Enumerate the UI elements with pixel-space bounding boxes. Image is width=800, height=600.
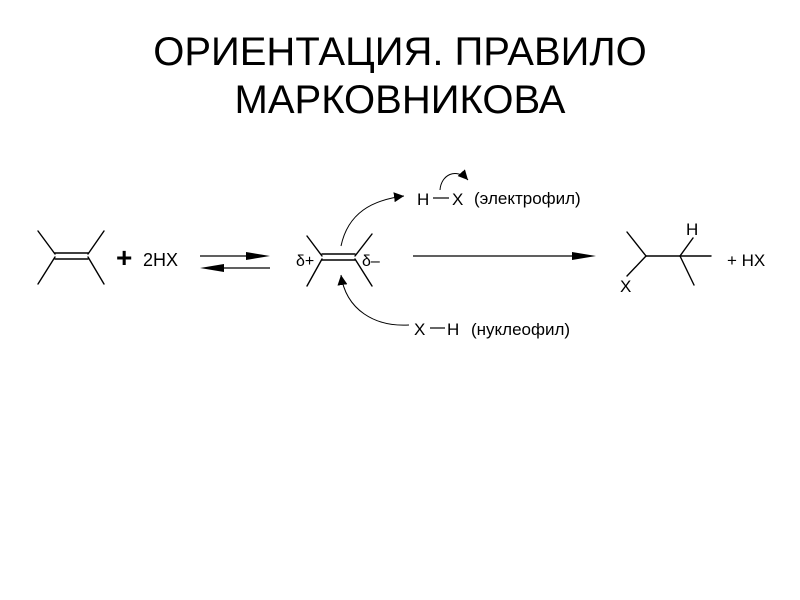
delta-minus-label: δ– (362, 253, 380, 270)
polarized-alkene (306, 233, 373, 287)
product-h-label: H (686, 220, 698, 239)
reactant-alkene (37, 230, 105, 285)
reagent-label: 2HX (143, 250, 178, 270)
electrophile-label: (электрофил) (474, 189, 581, 208)
plus-sign: + (116, 242, 132, 273)
nucleophile-x: X (414, 320, 425, 339)
product-x-label: X (620, 277, 631, 296)
title-line-2: МАРКОВНИКОВА (234, 78, 566, 122)
product-skeleton (626, 231, 712, 286)
byproduct-label: + HX (727, 251, 765, 270)
nucleophile-curved-arrow (337, 274, 410, 326)
nucleophile-label: (нуклеофил) (471, 320, 570, 339)
slide-title: ОРИЕНТАЦИЯ. ПРАВИЛО МАРКОВНИКОВА (0, 28, 800, 124)
forward-arrow (413, 252, 596, 260)
electrophile-x: X (452, 190, 463, 209)
electrophile-curved-arrow (340, 192, 405, 247)
electrophile-h: H (417, 190, 429, 209)
nucleophile-h: H (447, 320, 459, 339)
equilibrium-arrows (200, 252, 270, 272)
delta-plus-label: δ+ (296, 253, 314, 270)
title-line-1: ОРИЕНТАЦИЯ. ПРАВИЛО (153, 30, 647, 74)
h-x-curved-arrow (439, 169, 469, 191)
